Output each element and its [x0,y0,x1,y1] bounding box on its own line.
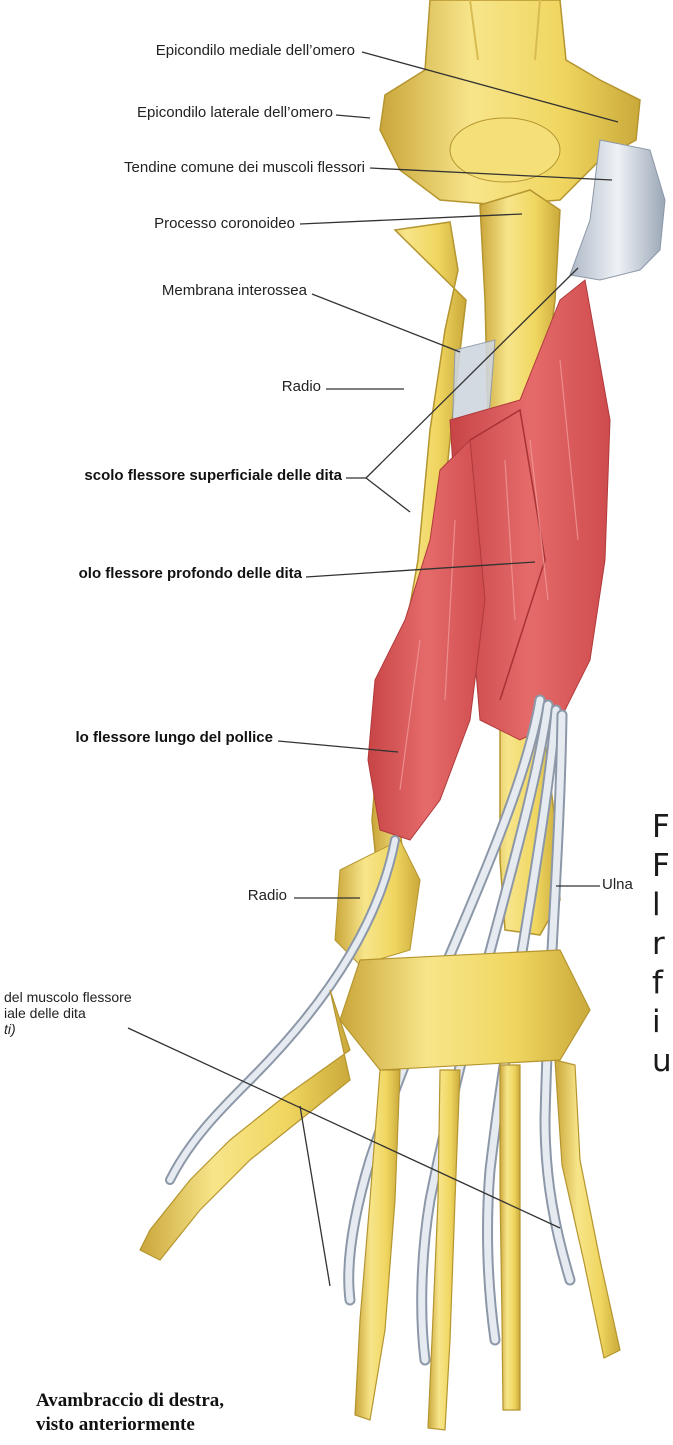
label-tendine-comune: Tendine comune dei muscoli flessori [124,159,365,176]
label-ulna: Ulna [602,876,633,893]
side-text-line: i [652,1003,661,1042]
label-membrana-interossea: Membrana interossea [162,282,307,299]
label-epicondilo-laterale: Epicondilo laterale dell’omero [137,104,333,121]
side-text-line: f [652,964,663,1003]
label-tendini-line2: iale delle dita [4,1005,86,1021]
label-radio-lower: Radio [248,887,287,904]
side-text-line: F [652,808,670,847]
label-flessore-lungo-pollice: lo flessore lungo del pollice [75,729,273,746]
side-text-line: u [652,1042,672,1081]
side-text-line: l [652,886,661,925]
side-text-line: r [652,925,665,964]
caption-line-1: Avambraccio di destra, [36,1389,224,1413]
label-tendini-line3: ti) [4,1021,16,1037]
figure-caption: Avambraccio di destra, visto anteriormen… [36,1389,224,1437]
label-processo-coronoideo: Processo coronoideo [154,215,295,232]
label-radio-upper: Radio [282,378,321,395]
caption-line-2: visto anteriormente [36,1413,224,1437]
label-flessore-profondo: olo flessore profondo delle dita [79,565,302,582]
side-text-line: F [652,847,670,886]
label-tendini-line1: del muscolo flessore [4,989,132,1005]
label-epicondilo-mediale: Epicondilo mediale dell’omero [156,42,355,59]
label-flessore-superficiale: scolo flessore superficiale delle dita [84,467,342,484]
